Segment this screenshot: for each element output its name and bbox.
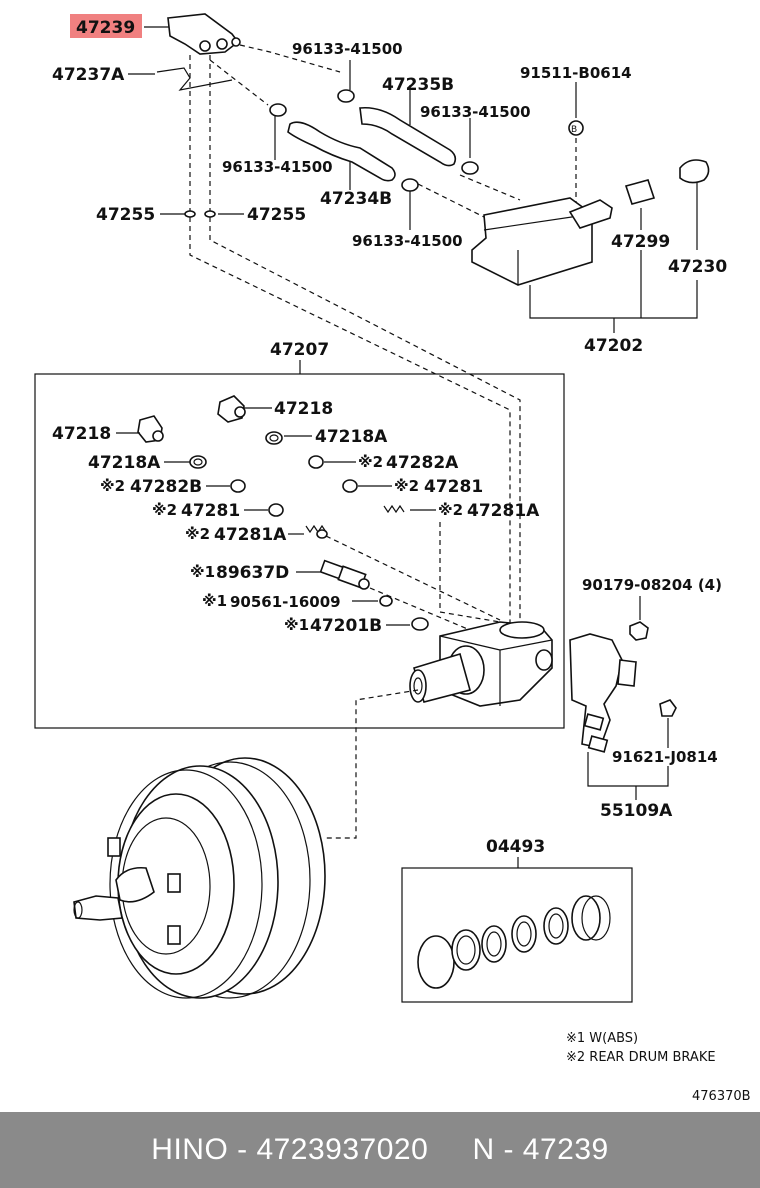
part-47299-cap bbox=[624, 179, 656, 205]
part-brake-booster bbox=[73, 757, 326, 999]
part-47201B-gasket bbox=[411, 617, 429, 631]
label-47207: 47207 bbox=[270, 340, 329, 360]
label-47234B: 47234B bbox=[320, 189, 392, 209]
label-89637D: 89637D bbox=[216, 563, 289, 583]
label-90561: 90561-16009 bbox=[230, 593, 341, 611]
part-47230-cover bbox=[679, 159, 710, 184]
part-04493-seal-kit bbox=[417, 895, 611, 989]
part-90561-washer bbox=[379, 595, 393, 607]
label-47218-b: 47218 bbox=[52, 424, 111, 444]
label-47255-left: 47255 bbox=[96, 205, 155, 225]
label-47202: 47202 bbox=[584, 336, 643, 356]
washer-47255-right bbox=[204, 210, 216, 218]
label-55109A: 55109A bbox=[600, 801, 673, 821]
label-47281-b: 47281 bbox=[181, 501, 240, 521]
label-96133-c: 96133-41500 bbox=[222, 158, 333, 176]
label-47281A-b: 47281A bbox=[214, 525, 287, 545]
label-96133-d: 96133-41500 bbox=[352, 232, 463, 250]
footer-bar: HINO - 4723937020 N - 47239 bbox=[0, 1112, 760, 1188]
box-47207 bbox=[34, 373, 565, 729]
label-96133-a: 96133-41500 bbox=[292, 40, 403, 58]
clamp-icons bbox=[269, 89, 479, 192]
parts-diagram: B 47239 47237A 96133-41500 47235B 91511-… bbox=[34, 13, 751, 1104]
bolt-91511-icon bbox=[568, 120, 584, 136]
mark-2-47281A-b: ※2 bbox=[185, 525, 210, 543]
mark-2-47281A-a: ※2 bbox=[438, 501, 463, 519]
label-91621: 91621-J0814 bbox=[612, 748, 718, 766]
part-89637D-sensor bbox=[319, 559, 370, 590]
svg-text:B: B bbox=[571, 125, 577, 135]
part-47281A-a bbox=[383, 504, 405, 514]
note-rear-drum: ※2 REAR DRUM BRAKE bbox=[566, 1050, 716, 1065]
note-abs: ※1 W(ABS) bbox=[566, 1031, 638, 1046]
part-47234B-hose bbox=[287, 121, 396, 182]
label-91511: 91511-B0614 bbox=[520, 64, 632, 82]
footer-part-number: HINO - 4723937020 N - 47239 bbox=[151, 1133, 609, 1166]
part-47282B bbox=[230, 479, 246, 493]
mark-1-90561: ※1 bbox=[202, 592, 227, 610]
part-master-cylinder bbox=[409, 621, 553, 707]
diagram-id: 476370B bbox=[692, 1089, 751, 1104]
mark-2-47281-a: ※2 bbox=[394, 477, 419, 495]
label-47218A-b: 47218A bbox=[88, 453, 161, 473]
label-96133-b: 96133-41500 bbox=[420, 103, 531, 121]
part-55109A-bracket bbox=[569, 633, 637, 753]
label-47218-a: 47218 bbox=[274, 399, 333, 419]
mark-2-47282A: ※2 bbox=[358, 453, 383, 471]
part-47218A-a bbox=[265, 431, 283, 445]
part-90179-nut bbox=[629, 621, 649, 641]
label-47282A: 47282A bbox=[386, 453, 459, 473]
box-04493 bbox=[401, 867, 633, 1003]
mark-2-47281-b: ※2 bbox=[152, 501, 177, 519]
part-47218A-b bbox=[189, 455, 207, 469]
label-47218A-a: 47218A bbox=[315, 427, 388, 447]
label-47237A: 47237A bbox=[52, 65, 125, 85]
label-04493: 04493 bbox=[486, 837, 545, 857]
washer-47255-left bbox=[184, 210, 196, 218]
label-47281-a: 47281 bbox=[424, 477, 483, 497]
label-47255-right: 47255 bbox=[247, 205, 306, 225]
label-47239: 47239 bbox=[76, 18, 135, 38]
label-47230: 47230 bbox=[668, 257, 727, 277]
part-91621-bolt bbox=[659, 699, 677, 717]
label-47282B: 47282B bbox=[130, 477, 202, 497]
mark-2-47282B: ※2 bbox=[100, 477, 125, 495]
part-47281-a bbox=[342, 479, 358, 493]
mark-1-89637D: ※1 bbox=[190, 563, 215, 581]
part-47237A-clip bbox=[156, 67, 233, 91]
part-47281A-b bbox=[305, 524, 327, 534]
label-90179: 90179-08204 (4) bbox=[582, 576, 722, 594]
label-47235B: 47235B bbox=[382, 75, 454, 95]
label-47299: 47299 bbox=[611, 232, 670, 252]
mark-1-47201B: ※1 bbox=[284, 616, 309, 634]
highlight-47239 bbox=[70, 14, 142, 38]
part-47235B-hose bbox=[359, 106, 457, 167]
label-47281A-a: 47281A bbox=[467, 501, 540, 521]
part-47282A bbox=[308, 455, 324, 469]
part-47281-b bbox=[268, 503, 284, 517]
label-47201B: 47201B bbox=[310, 616, 382, 636]
